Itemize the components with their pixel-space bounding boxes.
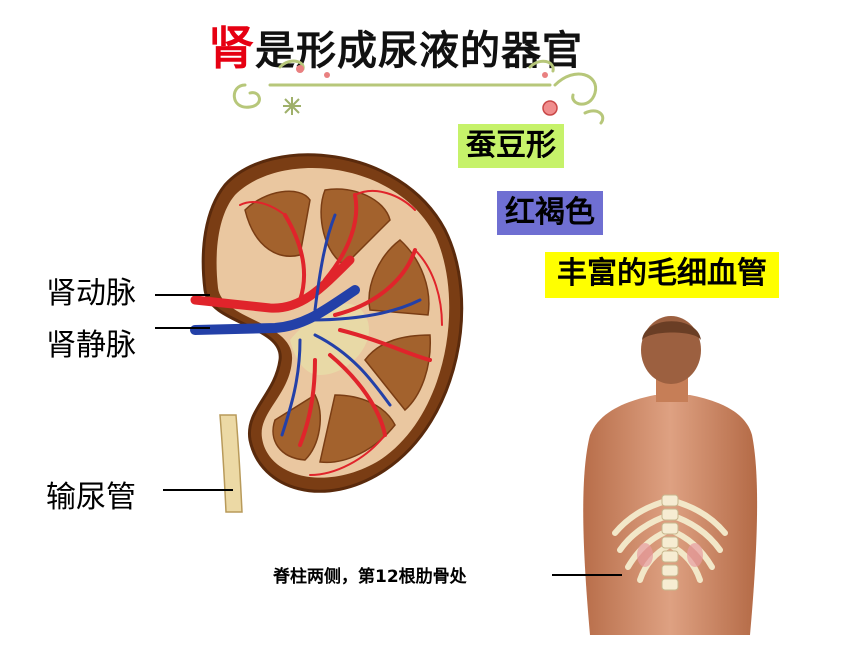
page-title: 肾是形成尿液的器官 [208, 12, 583, 78]
feature-capillaries: 丰富的毛细血管 [545, 252, 779, 298]
label-renal-artery: 肾动脉 [46, 276, 136, 311]
title-highlight: 肾 [208, 21, 255, 75]
kidney-illustration [190, 153, 464, 513]
feature-color: 红褐色 [497, 191, 603, 235]
title-text: 是形成尿液的器官 [255, 28, 583, 74]
human-back-illustration [583, 316, 758, 635]
leader-line-artery [155, 294, 210, 296]
leader-line-location [552, 574, 622, 576]
kidney-location-label: 脊柱两侧，第12根肋骨处 [273, 567, 467, 587]
leader-line-vein [155, 327, 210, 329]
label-ureter: 输尿管 [46, 480, 136, 515]
feature-shape: 蚕豆形 [458, 124, 564, 168]
leader-line-ureter [163, 489, 233, 491]
label-renal-vein: 肾静脉 [46, 328, 136, 363]
flourish-ornament-icon [232, 59, 605, 125]
